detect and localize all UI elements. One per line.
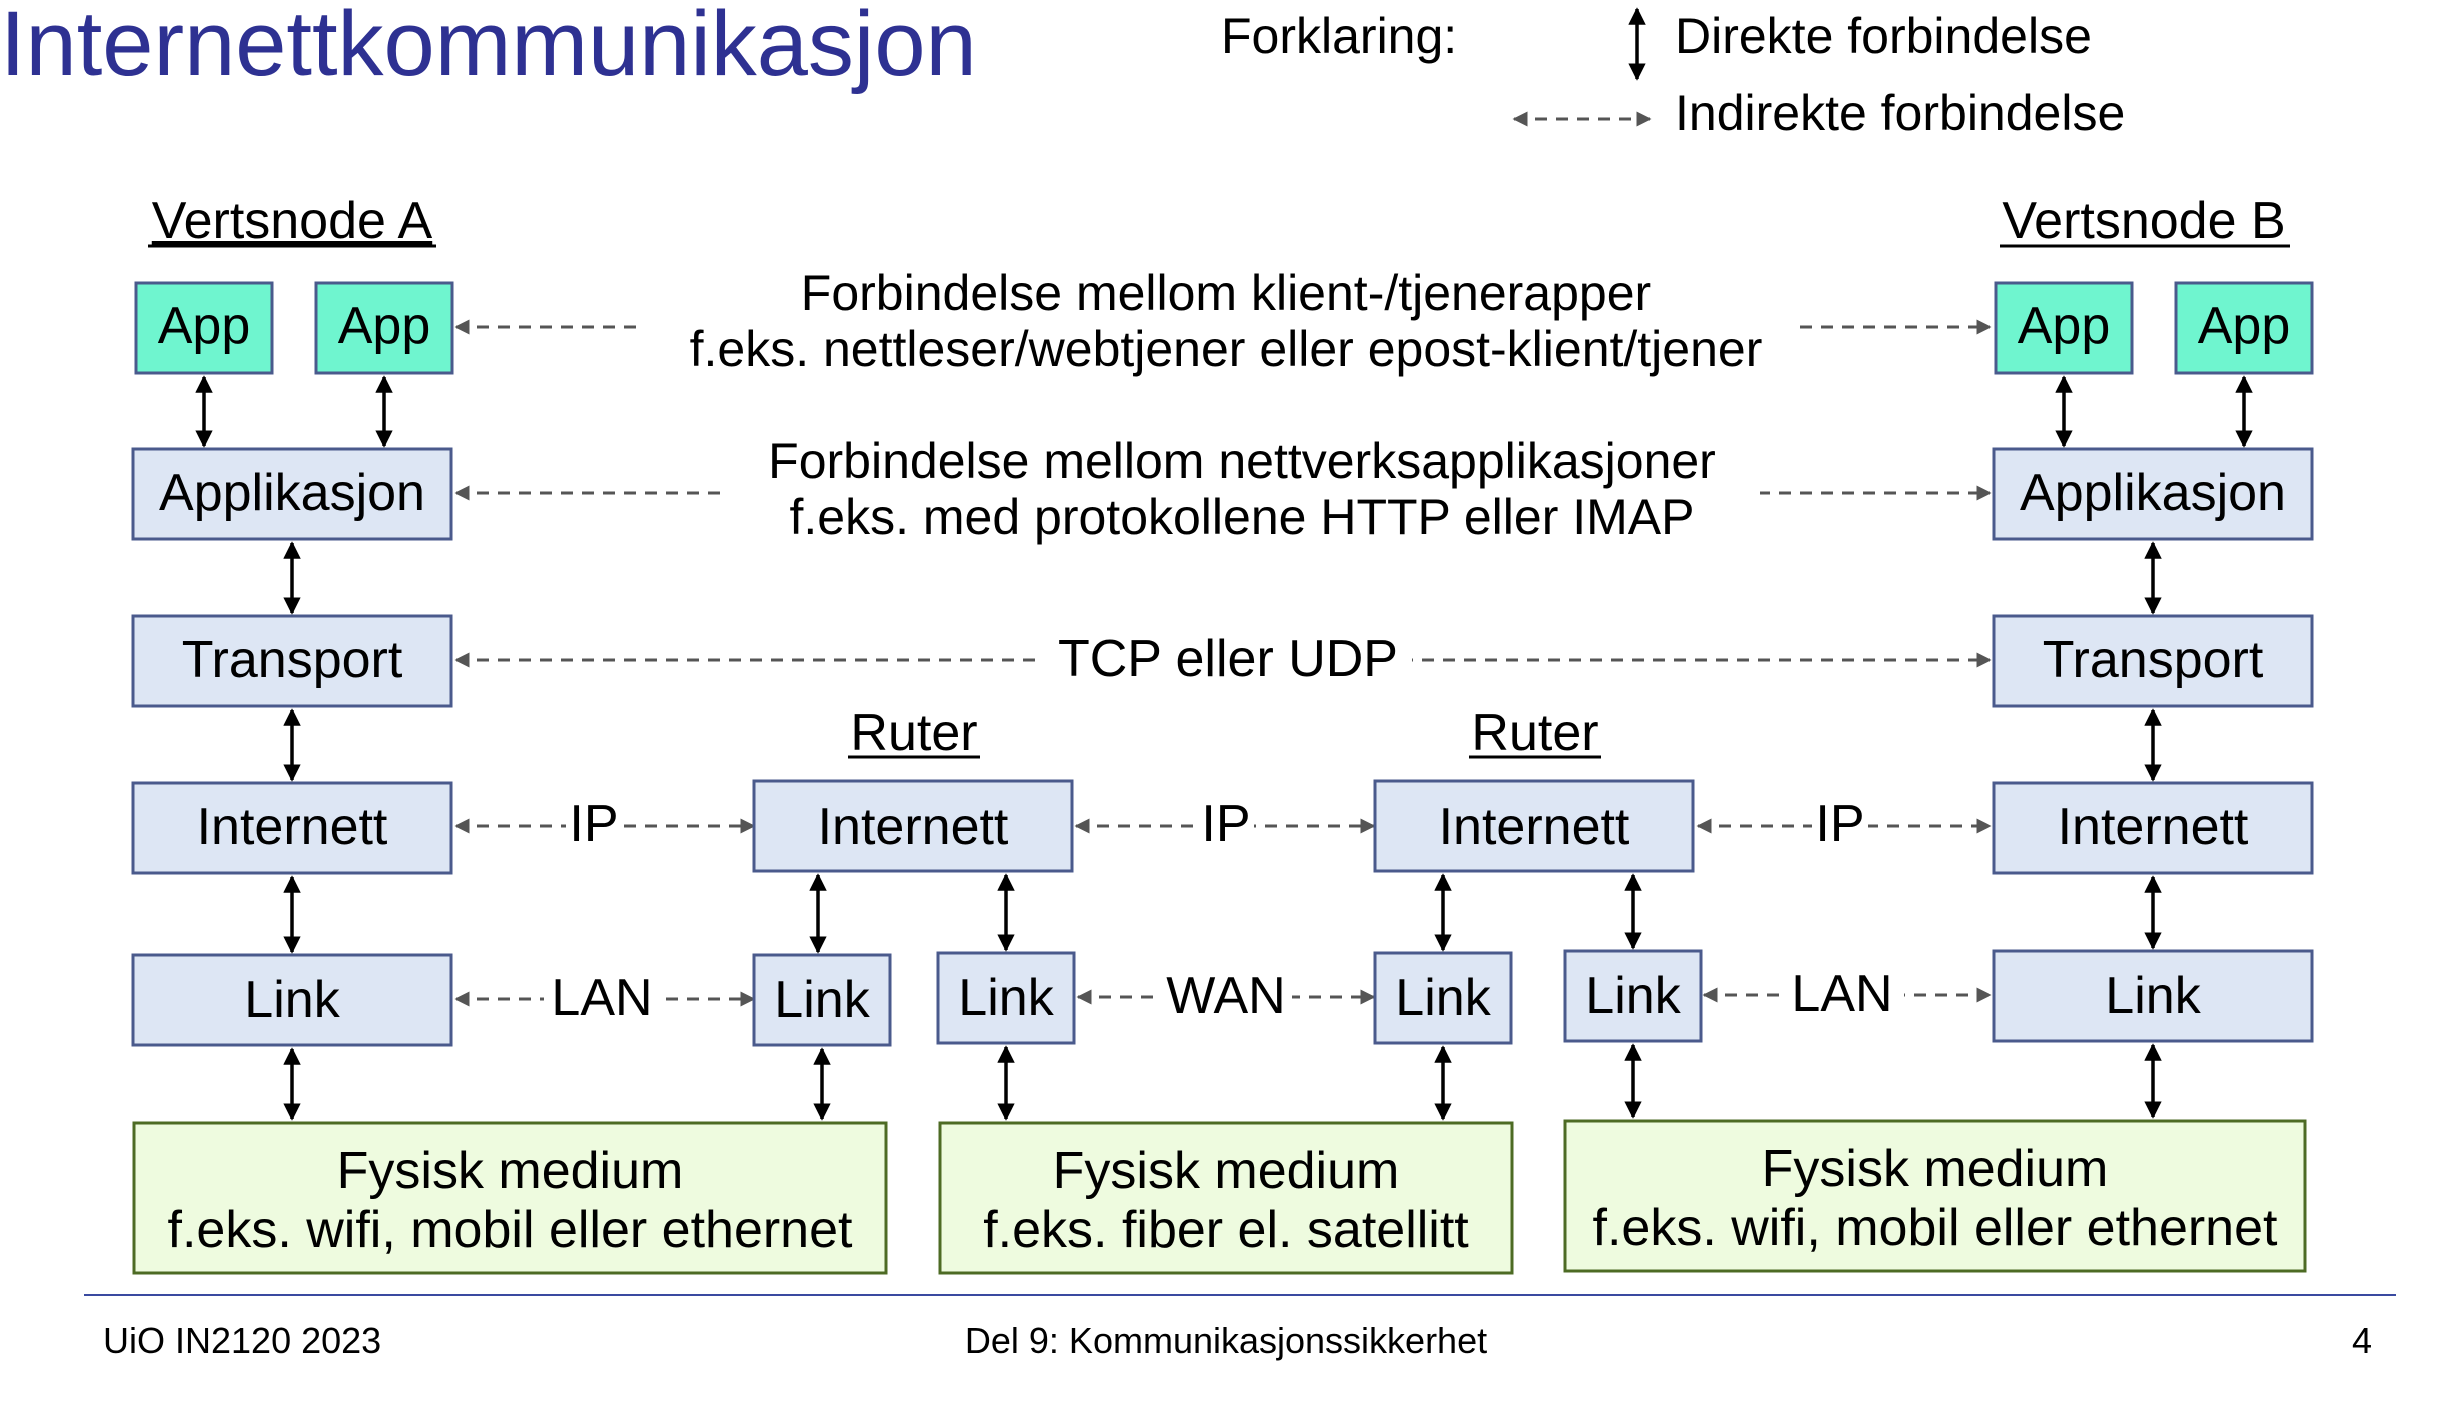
legend: Forklaring: Direkte forbindelse Indirekt… xyxy=(1221,7,2125,141)
host-b-transport-label: Transport xyxy=(2043,631,2264,689)
host-b-heading: Vertsnode B xyxy=(2002,192,2285,250)
host-a-link-label: Link xyxy=(244,971,340,1029)
physical-medium-1: Fysisk medium f.eks. wifi, mobil eller e… xyxy=(132,1121,888,1275)
host-a-app-1-box xyxy=(134,281,274,375)
router-1-internet-label: Internett xyxy=(818,798,1009,856)
host-a-app-2-box xyxy=(314,281,454,375)
host-b-app-2-label: App xyxy=(2198,297,2291,355)
ip-connection-2-label: IP xyxy=(1201,795,1250,853)
footer-left: UiO IN2120 2023 xyxy=(103,1320,381,1361)
router-2-internet-box xyxy=(1373,779,1695,873)
router-2-link-left-box xyxy=(1373,951,1513,1045)
legend-indirect-label: Indirekte forbindelse xyxy=(1675,85,2125,141)
host-b-app-1-box xyxy=(1994,281,2134,375)
ip-2-label-bg xyxy=(1198,795,1254,855)
router-1-heading: Ruter xyxy=(850,704,977,762)
transport-connection-label-bg xyxy=(1044,625,1412,691)
router-1: Internett Link Link xyxy=(752,779,1076,1121)
wan-connection-label: WAN xyxy=(1166,967,1285,1025)
host-b-stack: App App Applikasjon Transport Internett … xyxy=(1992,281,2314,1119)
transport-connection-label: TCP eller UDP xyxy=(1058,630,1398,688)
ip-connection-1-label: IP xyxy=(569,795,618,853)
router-2-link-right-label: Link xyxy=(1585,967,1681,1025)
host-b-app-1-label: App xyxy=(2018,297,2111,355)
wan-label-bg xyxy=(1162,966,1292,1026)
host-a-link-box xyxy=(131,953,453,1047)
physical-medium-1-line2: f.eks. wifi, mobil eller ethernet xyxy=(168,1201,853,1259)
router-2-internet-label: Internett xyxy=(1439,798,1630,856)
physical-medium-3-line2: f.eks. wifi, mobil eller ethernet xyxy=(1593,1199,2278,1257)
page-number: 4 xyxy=(2352,1320,2372,1361)
router-2-link-left-label: Link xyxy=(1395,969,1491,1027)
host-a-stack: App App Applikasjon Transport Internett … xyxy=(131,281,454,1121)
router-1-link-left-box xyxy=(752,953,892,1047)
ip-3-label-bg xyxy=(1812,795,1868,855)
host-a-app-1-label: App xyxy=(158,297,251,355)
host-b-application-label: Applikasjon xyxy=(2020,464,2286,522)
physical-medium-2: Fysisk medium f.eks. fiber el. satellitt xyxy=(938,1121,1514,1275)
host-b-application-box xyxy=(1992,447,2314,541)
physical-medium-1-line1: Fysisk medium xyxy=(337,1142,684,1200)
host-b-internet-label: Internett xyxy=(2058,798,2249,856)
router-2-link-right-box xyxy=(1563,949,1703,1043)
physical-medium-2-line1: Fysisk medium xyxy=(1053,1142,1400,1200)
physical-medium-1-box xyxy=(132,1121,888,1275)
legend-heading: Forklaring: xyxy=(1221,8,1457,64)
physical-medium-3-box xyxy=(1563,1119,2307,1273)
lan-connection-1-label: LAN xyxy=(551,969,652,1027)
apps-connection-line1: Forbindelse mellom klient-/tjenerapper xyxy=(801,265,1651,321)
host-a-internet-box xyxy=(131,781,453,875)
legend-direct-label: Direkte forbindelse xyxy=(1675,8,2092,64)
footer-center: Del 9: Kommunikasjonssikkerhet xyxy=(965,1320,1487,1361)
ip-connection-3-label: IP xyxy=(1815,795,1864,853)
application-connection-label-bg xyxy=(720,430,1760,548)
physical-medium-3-line1: Fysisk medium xyxy=(1762,1140,2109,1198)
lan-1-label-bg xyxy=(544,968,666,1028)
application-connection-line1: Forbindelse mellom nettverksapplikasjone… xyxy=(768,433,1716,489)
page-title: Internettkommunikasjon xyxy=(0,0,977,95)
host-a-application-box xyxy=(131,447,453,541)
host-b-transport-box xyxy=(1992,614,2314,708)
host-b-internet-box xyxy=(1992,781,2314,875)
host-b-link-box xyxy=(1992,949,2314,1043)
application-connection-line2: f.eks. med protokollene HTTP eller IMAP xyxy=(790,489,1695,545)
lan-2-label-bg xyxy=(1782,964,1904,1024)
host-a-heading: Vertsnode A xyxy=(152,192,433,250)
physical-medium-2-box xyxy=(938,1121,1514,1275)
host-a-transport-label: Transport xyxy=(182,631,403,689)
ip-1-label-bg xyxy=(566,795,622,855)
host-b-app-2-box xyxy=(2174,281,2314,375)
apps-connection-label-bg xyxy=(640,262,1800,380)
physical-medium-2-line2: f.eks. fiber el. satellitt xyxy=(983,1201,1469,1259)
host-a-transport-box xyxy=(131,614,453,708)
lan-connection-2-label: LAN xyxy=(1791,965,1892,1023)
host-a-application-label: Applikasjon xyxy=(159,464,425,522)
host-b-link-label: Link xyxy=(2105,967,2201,1025)
host-a-app-2-label: App xyxy=(338,297,431,355)
host-a-internet-label: Internett xyxy=(197,798,388,856)
apps-connection-line2: f.eks. nettleser/webtjener eller epost-k… xyxy=(690,321,1763,377)
router-1-internet-box xyxy=(752,779,1074,873)
router-1-link-right-box xyxy=(936,951,1076,1045)
router-2: Internett Link Link xyxy=(1373,779,1703,1121)
physical-medium-3: Fysisk medium f.eks. wifi, mobil eller e… xyxy=(1563,1119,2307,1273)
router-1-link-left-label: Link xyxy=(774,971,870,1029)
router-2-heading: Ruter xyxy=(1471,704,1598,762)
router-1-link-right-label: Link xyxy=(958,969,1054,1027)
